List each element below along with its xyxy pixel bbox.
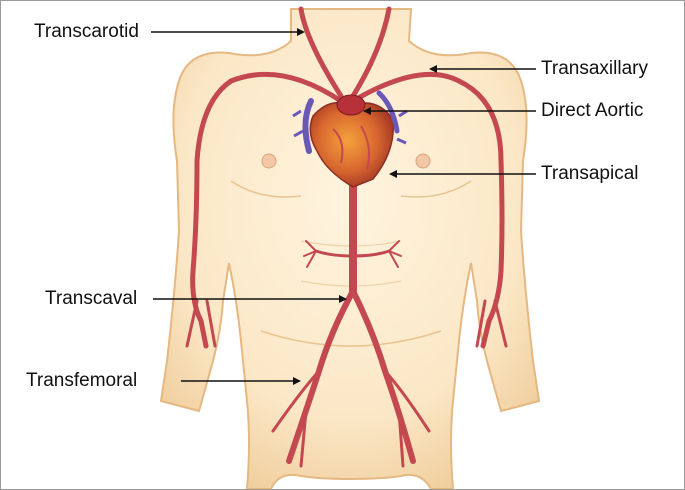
label-transapical: Transapical bbox=[541, 164, 639, 183]
nipple-right bbox=[416, 154, 430, 168]
label-direct-aortic: Direct Aortic bbox=[541, 101, 643, 120]
label-transcarotid: Transcarotid bbox=[34, 22, 139, 41]
nipple-left bbox=[262, 154, 276, 168]
label-transfemoral: Transfemoral bbox=[26, 371, 137, 390]
label-transaxillary: Transaxillary bbox=[541, 59, 648, 78]
label-transcaval: Transcaval bbox=[45, 289, 137, 308]
